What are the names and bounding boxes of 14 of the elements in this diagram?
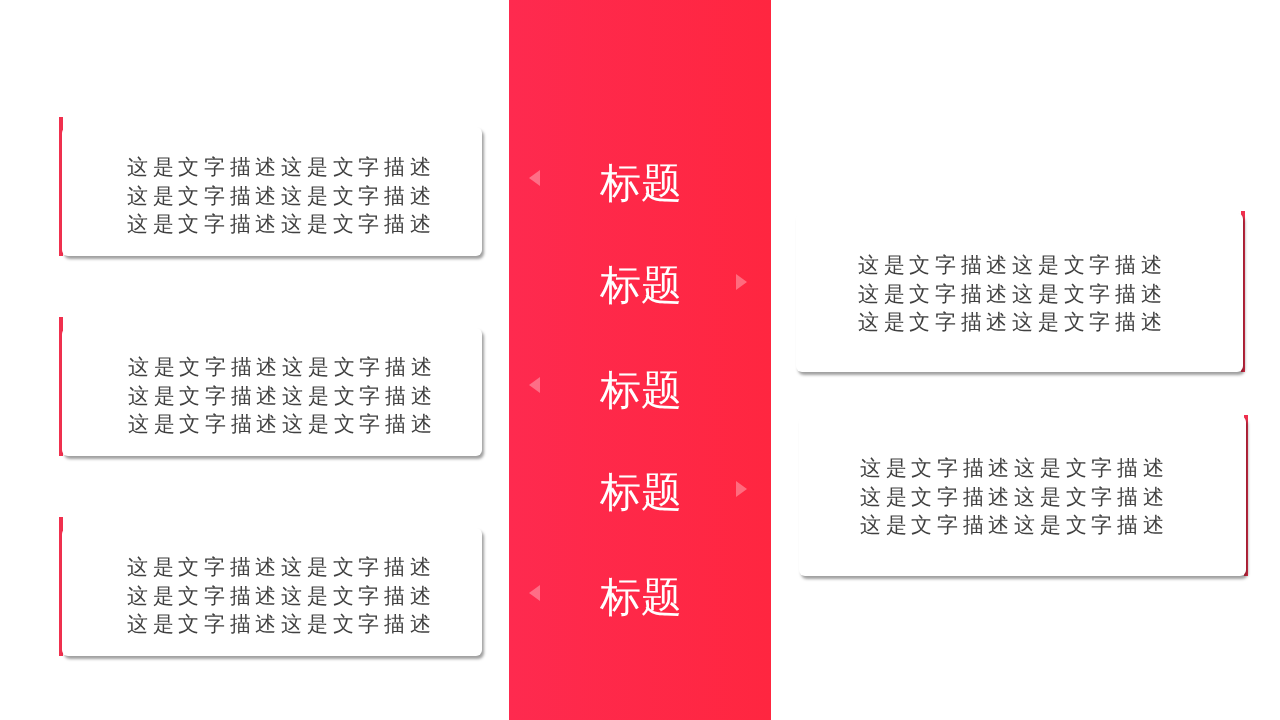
text-card — [62, 127, 482, 256]
description-text: 这是文字描述这是文字描述这是文字描述这是文字描述这是文字描述这是文字描述 — [858, 252, 1168, 336]
title-text: 标题 — [600, 261, 682, 309]
description-text: 这是文字描述这是文字描述这是文字描述这是文字描述这是文字描述这是文字描述 — [127, 154, 437, 238]
title-text: 标题 — [600, 366, 682, 414]
title-text: 标题 — [600, 468, 682, 516]
title-text: 标题 — [600, 573, 682, 621]
description-text: 这是文字描述这是文字描述这是文字描述这是文字描述这是文字描述这是文字描述 — [128, 354, 438, 438]
description-text: 这是文字描述这是文字描述这是文字描述这是文字描述这是文字描述这是文字描述 — [860, 455, 1170, 539]
band-panel — [509, 0, 771, 720]
title-text: 标题 — [600, 159, 682, 207]
text-card — [62, 528, 482, 656]
text-card — [62, 328, 482, 456]
description-text: 这是文字描述这是文字描述这是文字描述这是文字描述这是文字描述这是文字描述 — [127, 554, 437, 638]
